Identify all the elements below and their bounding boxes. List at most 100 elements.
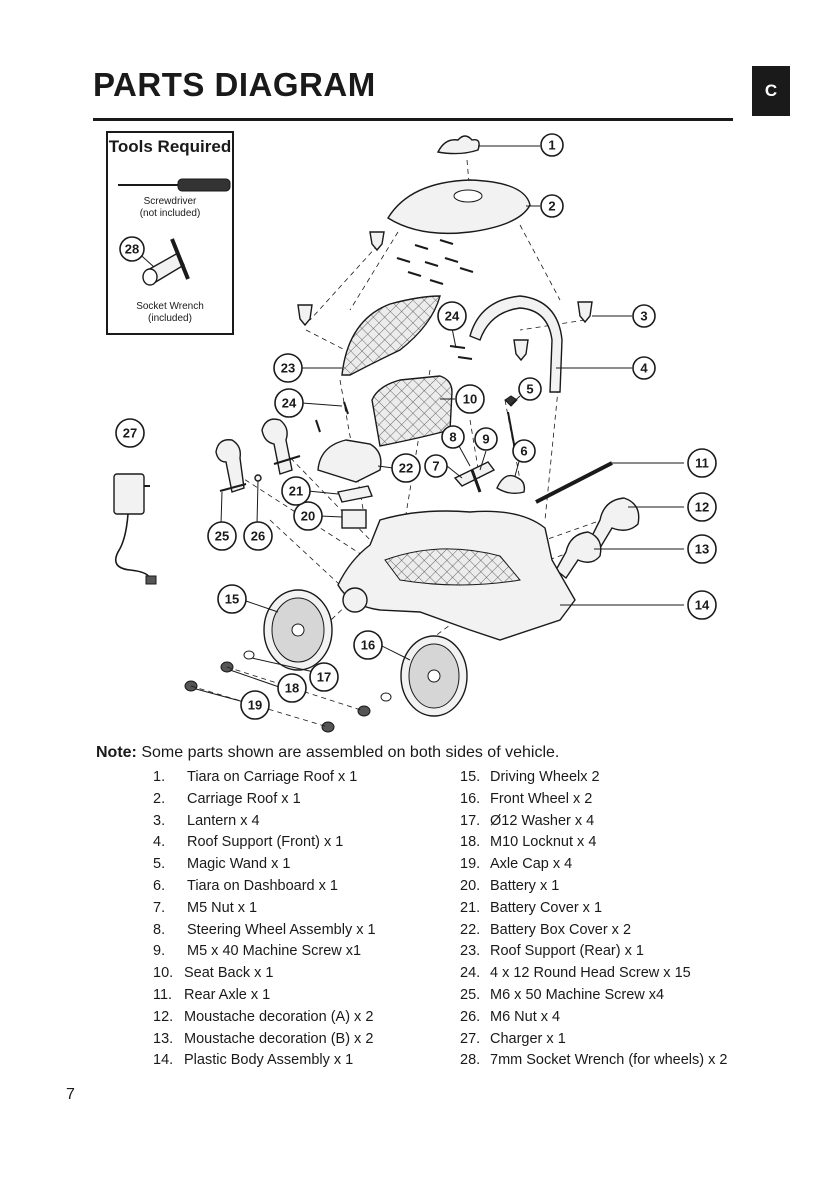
note-text: Some parts shown are assembled on both s… (136, 744, 560, 761)
battery-cover-part (337, 485, 373, 503)
socket-wrench-caption: Socket Wrench (included) (136, 301, 204, 324)
screw-parts (315, 239, 474, 433)
svg-text:26: 26 (251, 529, 265, 544)
tools-illustrations: 28 (118, 178, 231, 286)
callout-14: 14 (687, 590, 717, 620)
list-item: 1.Tiara on Carriage Roof x 1 (153, 769, 358, 785)
callout-17: 17 (309, 662, 339, 692)
callout-25: 25 (207, 521, 237, 551)
callout-20: 20 (293, 501, 323, 531)
list-item: 20.Battery x 1 (460, 877, 560, 894)
list-item: 28.7mm Socket Wrench (for wheels) x 2 (460, 1052, 728, 1069)
note-label: Note: (96, 744, 137, 761)
list-item: 18.M10 Locknut x 4 (460, 834, 597, 851)
svg-text:28: 28 (125, 242, 139, 257)
list-item: 2.Carriage Roof x 1 (153, 790, 301, 807)
svg-text:14: 14 (695, 598, 710, 613)
charger-part (113, 473, 157, 585)
callout-23: 23 (273, 353, 303, 383)
dashboard-tiara-part (496, 474, 526, 495)
svg-text:1: 1 (548, 138, 555, 153)
callout-19: 19 (240, 690, 270, 720)
list-item: 23.Roof Support (Rear) x 1 (460, 943, 644, 960)
svg-text:12: 12 (695, 500, 709, 515)
list-item: 21.Battery Cover x 1 (460, 899, 603, 916)
callout-21: 21 (281, 476, 311, 506)
driving-wheel-part (263, 589, 333, 671)
parts-list-left: 1.Tiara on Carriage Roof x 1 2.Carriage … (153, 767, 376, 1072)
list-item: 27.Charger x 1 (460, 1030, 566, 1047)
svg-text:9: 9 (482, 432, 489, 447)
list-item: 22.Battery Box Cover x 2 (460, 921, 632, 938)
svg-text:21: 21 (289, 484, 303, 499)
callout-13: 13 (687, 534, 717, 564)
m6-screw-part (219, 483, 247, 492)
tiara-roof-part (436, 135, 480, 155)
callout-2: 2 (540, 194, 564, 218)
callout-18: 18 (277, 673, 307, 703)
leader-lines (195, 145, 684, 703)
list-item: 13.Moustache decoration (B) x 2 (153, 1030, 374, 1047)
callout-24a: 24 (437, 301, 467, 331)
svg-text:10: 10 (463, 392, 477, 407)
svg-text:23: 23 (281, 361, 295, 376)
svg-text:27: 27 (123, 426, 137, 441)
list-item: 24.4 x 12 Round Head Screw x 15 (460, 965, 691, 982)
section-tab: C (752, 66, 790, 116)
callout-16: 16 (353, 630, 383, 660)
front-wheel-part (400, 635, 468, 717)
carriage-roof-part (387, 179, 531, 235)
svg-text:7: 7 (432, 459, 439, 474)
list-item: 8.Steering Wheel Assembly x 1 (153, 921, 376, 938)
rear-axle-part (535, 461, 613, 504)
parts-diagram: 1 2 3 4 5 6 7 8 9 10 11 12 13 14 15 16 1… (113, 133, 717, 733)
lantern-parts (297, 231, 593, 362)
callout-10: 10 (455, 384, 485, 414)
page-number: 7 (66, 1086, 75, 1103)
callout-8: 8 (441, 425, 465, 449)
callout-bubbles: 1 2 3 4 5 6 7 8 9 10 11 12 13 14 15 16 1… (115, 133, 717, 720)
svg-text:3: 3 (640, 309, 647, 324)
callout-1: 1 (540, 133, 564, 157)
list-item: 5.Magic Wand x 1 (153, 856, 291, 873)
callout-9: 9 (474, 427, 498, 451)
title-rule (93, 118, 733, 121)
list-item: 25.M6 x 50 Machine Screw x4 (460, 986, 665, 1003)
moustache-left-parts (215, 439, 245, 493)
list-item: 16.Front Wheel x 2 (460, 790, 593, 807)
svg-text:17: 17 (317, 670, 331, 685)
callout-24b: 24 (274, 388, 304, 418)
svg-text:15: 15 (225, 592, 239, 607)
callout-22: 22 (391, 453, 421, 483)
svg-text:11: 11 (695, 456, 709, 471)
front-roof-support-part (469, 295, 563, 393)
svg-text:20: 20 (301, 509, 315, 524)
m6-nut-part (254, 474, 262, 482)
callout-26: 26 (243, 521, 273, 551)
list-item: 11.Rear Axle x 1 (153, 986, 271, 1003)
callout-6: 6 (512, 439, 536, 463)
callout-15: 15 (217, 584, 247, 614)
socket-wrench-icon (142, 238, 190, 286)
list-item: 12.Moustache decoration (A) x 2 (153, 1008, 374, 1025)
svg-text:22: 22 (399, 461, 413, 476)
rear-roof-support-part (341, 295, 441, 376)
svg-text:4: 4 (640, 361, 648, 376)
battery-part (341, 509, 367, 529)
callout-5: 5 (518, 377, 542, 401)
svg-text:25: 25 (215, 529, 229, 544)
svg-text:19: 19 (248, 698, 262, 713)
list-item: 7.M5 Nut x 1 (153, 899, 258, 916)
tools-required-title: Tools Required (108, 137, 232, 156)
screwdriver-caption: Screwdriver (not included) (139, 196, 201, 219)
svg-text:2: 2 (548, 199, 555, 214)
list-item: 17.Ø12 Washer x 4 (460, 812, 595, 829)
callout-27: 27 (115, 418, 145, 448)
list-item: 10.Seat Back x 1 (153, 965, 274, 982)
list-item: 14.Plastic Body Assembly x 1 (153, 1052, 354, 1069)
svg-text:13: 13 (695, 542, 709, 557)
page-title: PARTS DIAGRAM (93, 66, 376, 103)
list-item: 3.Lantern x 4 (153, 812, 260, 829)
callout-4: 4 (632, 356, 656, 380)
svg-text:6: 6 (520, 444, 527, 459)
